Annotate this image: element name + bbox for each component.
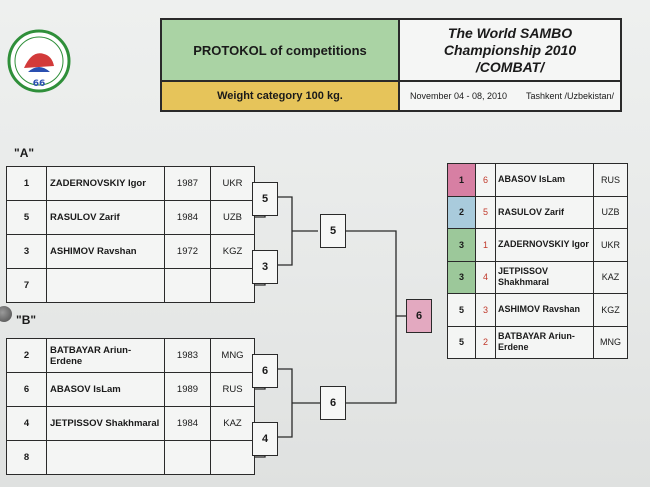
- country-code: [210, 268, 255, 303]
- group-a-table: 1 ZADERNOVSKIY Igor 1987 UKR 5 RASULOV Z…: [6, 166, 255, 303]
- final-standings-table: 1 6 ABASOV IsLam RUS 2 5 RASULOV Zarif U…: [447, 163, 628, 359]
- final-winner: 6: [406, 299, 432, 333]
- table-row: 1 6 ABASOV IsLam RUS: [447, 163, 628, 197]
- country-code: KAZ: [593, 260, 628, 294]
- event-location: Tashkent /Uzbekistan/: [525, 91, 614, 101]
- athlete-name: RASULOV Zarif: [46, 200, 165, 235]
- country-code: RUS: [593, 163, 628, 197]
- athlete-name: JETPISSOV Shakhmaral: [495, 260, 594, 294]
- seed-cell: 4: [475, 260, 496, 294]
- athlete-name: [46, 268, 165, 303]
- birth-year: 1984: [164, 406, 211, 441]
- group-a-label: "A": [14, 146, 35, 160]
- country-code: RUS: [210, 372, 255, 407]
- group-b-winner: 6: [320, 386, 346, 420]
- birth-year: [164, 268, 211, 303]
- group-b-label: "B": [16, 313, 37, 327]
- seed-cell: 3: [6, 234, 47, 269]
- group-a-round1-top-winner: 5: [252, 182, 278, 216]
- seed-cell: 1: [475, 228, 496, 262]
- seed-cell: 6: [475, 163, 496, 197]
- weight-category-text: Weight category 100 kg.: [217, 90, 343, 102]
- seed-cell: 2: [475, 325, 496, 359]
- place-cell: 1: [447, 163, 476, 197]
- athlete-name: BATBAYAR Ariun-Erdene: [495, 325, 594, 359]
- table-row: 3 4 JETPISSOV Shakhmaral KAZ: [447, 260, 628, 294]
- table-row: 2 5 RASULOV Zarif UZB: [447, 195, 628, 229]
- weight-category: Weight category 100 kg.: [160, 82, 400, 112]
- country-code: KGZ: [210, 234, 255, 269]
- country-code: MNG: [593, 325, 628, 359]
- seed-cell: 7: [6, 268, 47, 303]
- table-row: 3 ASHIMOV Ravshan 1972 KGZ: [6, 234, 255, 269]
- place-cell: 5: [447, 325, 476, 359]
- athlete-name: ABASOV IsLam: [495, 163, 594, 197]
- championship-title: The World SAMBO Championship 2010 /COMBA…: [400, 18, 622, 82]
- seed-cell: 5: [475, 195, 496, 229]
- championship-line-2: Championship 2010: [443, 41, 577, 58]
- table-row: 6 ABASOV IsLam 1989 RUS: [6, 372, 255, 407]
- event-info: November 04 - 08, 2010 Tashkent /Uzbekis…: [400, 82, 622, 112]
- group-b-table: 2 BATBAYAR Ariun-Erdene 1983 MNG 6 ABASO…: [6, 338, 255, 475]
- birth-year: 1983: [164, 338, 211, 373]
- athlete-name: JETPISSOV Shakhmaral: [46, 406, 165, 441]
- group-a-winner: 5: [320, 214, 346, 248]
- table-row: 4 JETPISSOV Shakhmaral 1984 KAZ: [6, 406, 255, 441]
- place-cell: 5: [447, 293, 476, 327]
- event-dates: November 04 - 08, 2010: [410, 91, 508, 101]
- athlete-name: BATBAYAR Ariun-Erdene: [46, 338, 165, 373]
- championship-line-3: /COMBAT/: [475, 58, 545, 75]
- group-b-round1-top-winner: 6: [252, 354, 278, 388]
- place-cell: 3: [447, 228, 476, 262]
- championship-line-1: The World SAMBO: [447, 24, 573, 41]
- seed-cell: 2: [6, 338, 47, 373]
- table-row: 5 RASULOV Zarif 1984 UZB: [6, 200, 255, 235]
- country-code: UZB: [593, 195, 628, 229]
- seed-cell: 5: [6, 200, 47, 235]
- country-code: UKR: [210, 166, 255, 201]
- table-row: 3 1 ZADERNOVSKIY Igor UKR: [447, 228, 628, 262]
- table-row: 2 BATBAYAR Ariun-Erdene 1983 MNG: [6, 338, 255, 373]
- seed-cell: 6: [6, 372, 47, 407]
- seed-cell: 3: [475, 293, 496, 327]
- table-row: 5 2 BATBAYAR Ariun-Erdene MNG: [447, 325, 628, 359]
- athlete-name: RASULOV Zarif: [495, 195, 594, 229]
- protocol-title: PROTOKOL of competitions: [160, 18, 400, 82]
- country-code: KGZ: [593, 293, 628, 327]
- table-row: 5 3 ASHIMOV Ravshan KGZ: [447, 293, 628, 327]
- table-row: 7: [6, 268, 255, 303]
- group-b-round1-bottom-winner: 4: [252, 422, 278, 456]
- athlete-name: ASHIMOV Ravshan: [495, 293, 594, 327]
- table-row: 8: [6, 440, 255, 475]
- push-pin-icon: [0, 306, 12, 322]
- svg-text:66: 66: [33, 79, 46, 89]
- place-cell: 2: [447, 195, 476, 229]
- protocol-title-text: PROTOKOL of competitions: [193, 42, 367, 58]
- place-cell: 3: [447, 260, 476, 294]
- group-a-round1-bottom-winner: 3: [252, 250, 278, 284]
- federation-logo: 66: [6, 28, 72, 94]
- birth-year: 1972: [164, 234, 211, 269]
- athlete-name: ASHIMOV Ravshan: [46, 234, 165, 269]
- athlete-name: ZADERNOVSKIY Igor: [495, 228, 594, 262]
- country-code: UKR: [593, 228, 628, 262]
- country-code: MNG: [210, 338, 255, 373]
